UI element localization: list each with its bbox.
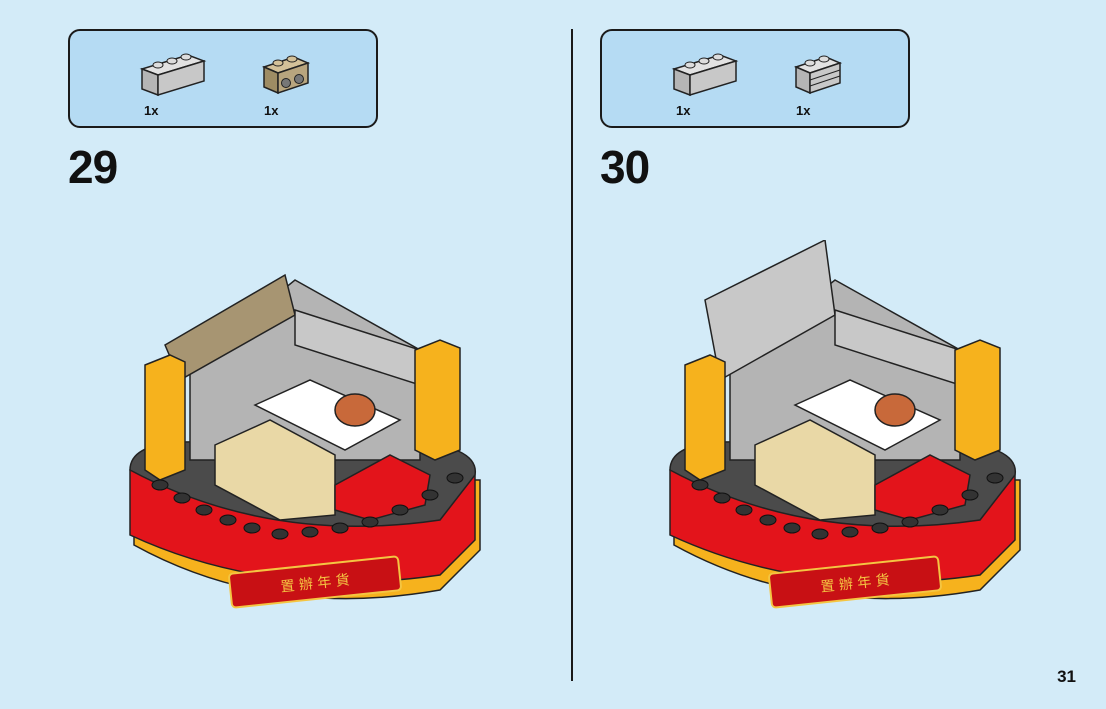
light-gray-brick-1x3-icon xyxy=(671,53,739,97)
part-1: 1x xyxy=(136,45,216,118)
parts-callout-step-29: 1x 1x xyxy=(68,29,378,128)
model-step-29-illustration: 置 辦 年 貨 xyxy=(129,273,481,609)
part-2: 1x xyxy=(788,45,868,118)
step-divider xyxy=(571,29,573,681)
part-quantity: 1x xyxy=(796,103,811,118)
light-gray-brick-1x2-grille-icon xyxy=(793,55,843,95)
tan-brick-1x2-with-studs-icon xyxy=(261,55,311,95)
step-number: 29 xyxy=(68,141,118,193)
page-number: 31 xyxy=(1057,667,1076,686)
light-gray-brick-1x3-icon xyxy=(139,53,207,97)
parts-callout-step-30: 1x 1x xyxy=(600,29,910,128)
part-1: 1x xyxy=(668,45,748,118)
step-number: 30 xyxy=(600,141,650,193)
model-step-30-illustration: 置 辦 年 貨 xyxy=(669,240,1021,609)
part-quantity: 1x xyxy=(144,103,159,118)
part-quantity: 1x xyxy=(264,103,279,118)
part-2: 1x xyxy=(256,45,336,118)
part-quantity: 1x xyxy=(676,103,691,118)
